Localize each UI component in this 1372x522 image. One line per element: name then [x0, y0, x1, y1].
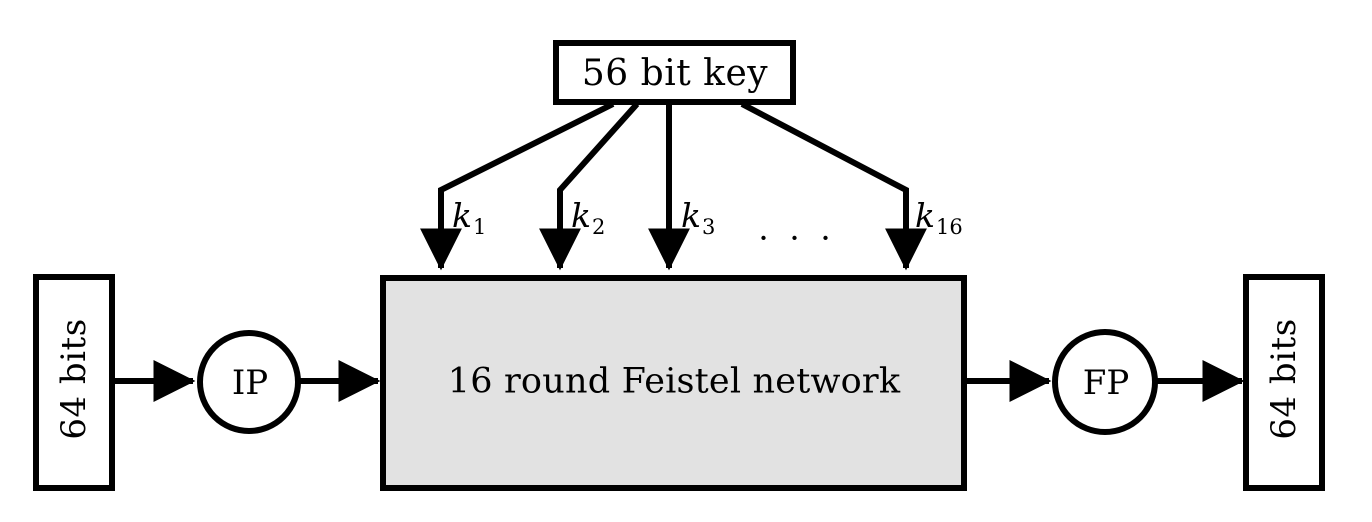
fp-circle [1052, 329, 1158, 435]
subkey-index-k2: 2 [592, 215, 606, 239]
subkey-index-k16: 16 [936, 215, 963, 239]
subkey-index-k3: 3 [702, 215, 716, 239]
input-block-rect [33, 274, 115, 491]
output-block-label: 64 bits [1264, 318, 1304, 440]
feistel-block-rect [380, 275, 967, 491]
ip-label: IP [231, 363, 269, 403]
key-block-label: 56 bit key [581, 53, 769, 94]
key-block-rect [553, 40, 796, 105]
ip-circle [197, 330, 301, 434]
output-block-rect [1243, 274, 1325, 491]
feistel-block-label: 16 round Feistel network [447, 361, 901, 402]
subkey-symbol-k2: k [571, 196, 591, 235]
subkey-line-k16 [740, 101, 927, 271]
subkey-label-k1: k1 [452, 196, 486, 238]
subkey-symbol-k16: k [915, 196, 935, 235]
subkey-index-k1: 1 [473, 215, 487, 239]
input-block-label: 64 bits [54, 318, 94, 440]
subkey-line-k1 [420, 101, 615, 271]
fp-label: FP [1082, 363, 1130, 403]
subkey-ellipsis: . . . [758, 208, 836, 248]
subkey-label-k3: k3 [681, 196, 715, 238]
subkey-symbol-k1: k [452, 196, 472, 235]
subkey-symbol-k3: k [681, 196, 701, 235]
subkey-label-k2: k2 [571, 196, 605, 238]
subkey-line-k2 [539, 101, 640, 271]
subkey-label-k16: k16 [915, 196, 963, 238]
